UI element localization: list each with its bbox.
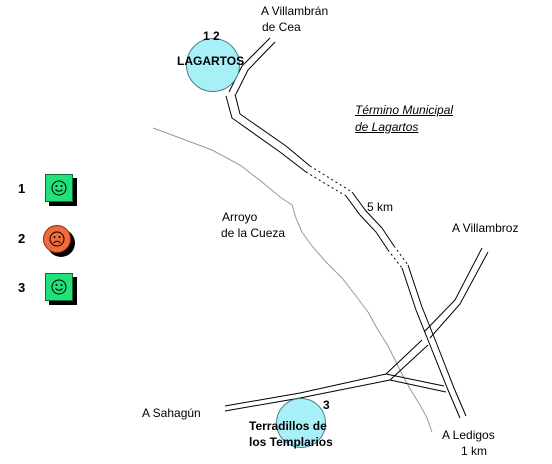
legend-number-2: 2 bbox=[18, 231, 26, 246]
town-terradillos-marker[interactable] bbox=[276, 398, 326, 448]
road-junction-link bbox=[385, 373, 447, 393]
legend-number-3: 3 bbox=[18, 280, 26, 295]
destination-villambran-line2: de Cea bbox=[262, 20, 301, 34]
destination-ledigos-line2: 1 km bbox=[461, 444, 488, 458]
destination-ledigos-line1: A Ledigos bbox=[442, 428, 495, 442]
town-terradillos-label-line1: Terradillos de bbox=[249, 419, 327, 433]
destination-villambroz: A Villambroz bbox=[452, 221, 519, 235]
road-lagartos-ledigos bbox=[225, 93, 467, 419]
legend-number-1: 1 bbox=[18, 181, 26, 196]
destination-villambran-line1: A Villambrán bbox=[261, 4, 329, 18]
town-lagartos-marker[interactable] bbox=[186, 38, 240, 92]
stream-label-line2: de la Cueza bbox=[221, 226, 286, 240]
distance-label: 5 km bbox=[367, 200, 394, 214]
road-dashed-sections bbox=[305, 165, 409, 269]
sad-icon bbox=[49, 231, 65, 247]
town-lagartos-markers: 1 2 bbox=[203, 29, 220, 43]
town-lagartos-label: LAGARTOS bbox=[177, 54, 245, 68]
happy-icon bbox=[51, 180, 67, 196]
legend-happy-icon-1[interactable] bbox=[45, 174, 77, 206]
happy-icon bbox=[51, 279, 67, 295]
town-terradillos-label-line2: los Templarios bbox=[249, 435, 333, 449]
termino-municipal-line2: de Lagartos bbox=[355, 120, 419, 134]
legend-sad-icon-2[interactable] bbox=[43, 225, 77, 259]
stream-label-line1: Arroyo bbox=[222, 210, 258, 224]
road-to-villambroz bbox=[423, 247, 489, 339]
road-to-sahagun bbox=[224, 339, 429, 412]
destination-sahagun: A Sahagún bbox=[142, 406, 201, 420]
road-to-villambran bbox=[228, 37, 276, 95]
stream-arroyo-de-la-cueza bbox=[152, 127, 433, 433]
legend-happy-icon-3[interactable] bbox=[45, 273, 77, 305]
termino-municipal-line1: Término Municipal bbox=[355, 103, 454, 117]
town-terradillos-markers: 3 bbox=[323, 398, 330, 412]
